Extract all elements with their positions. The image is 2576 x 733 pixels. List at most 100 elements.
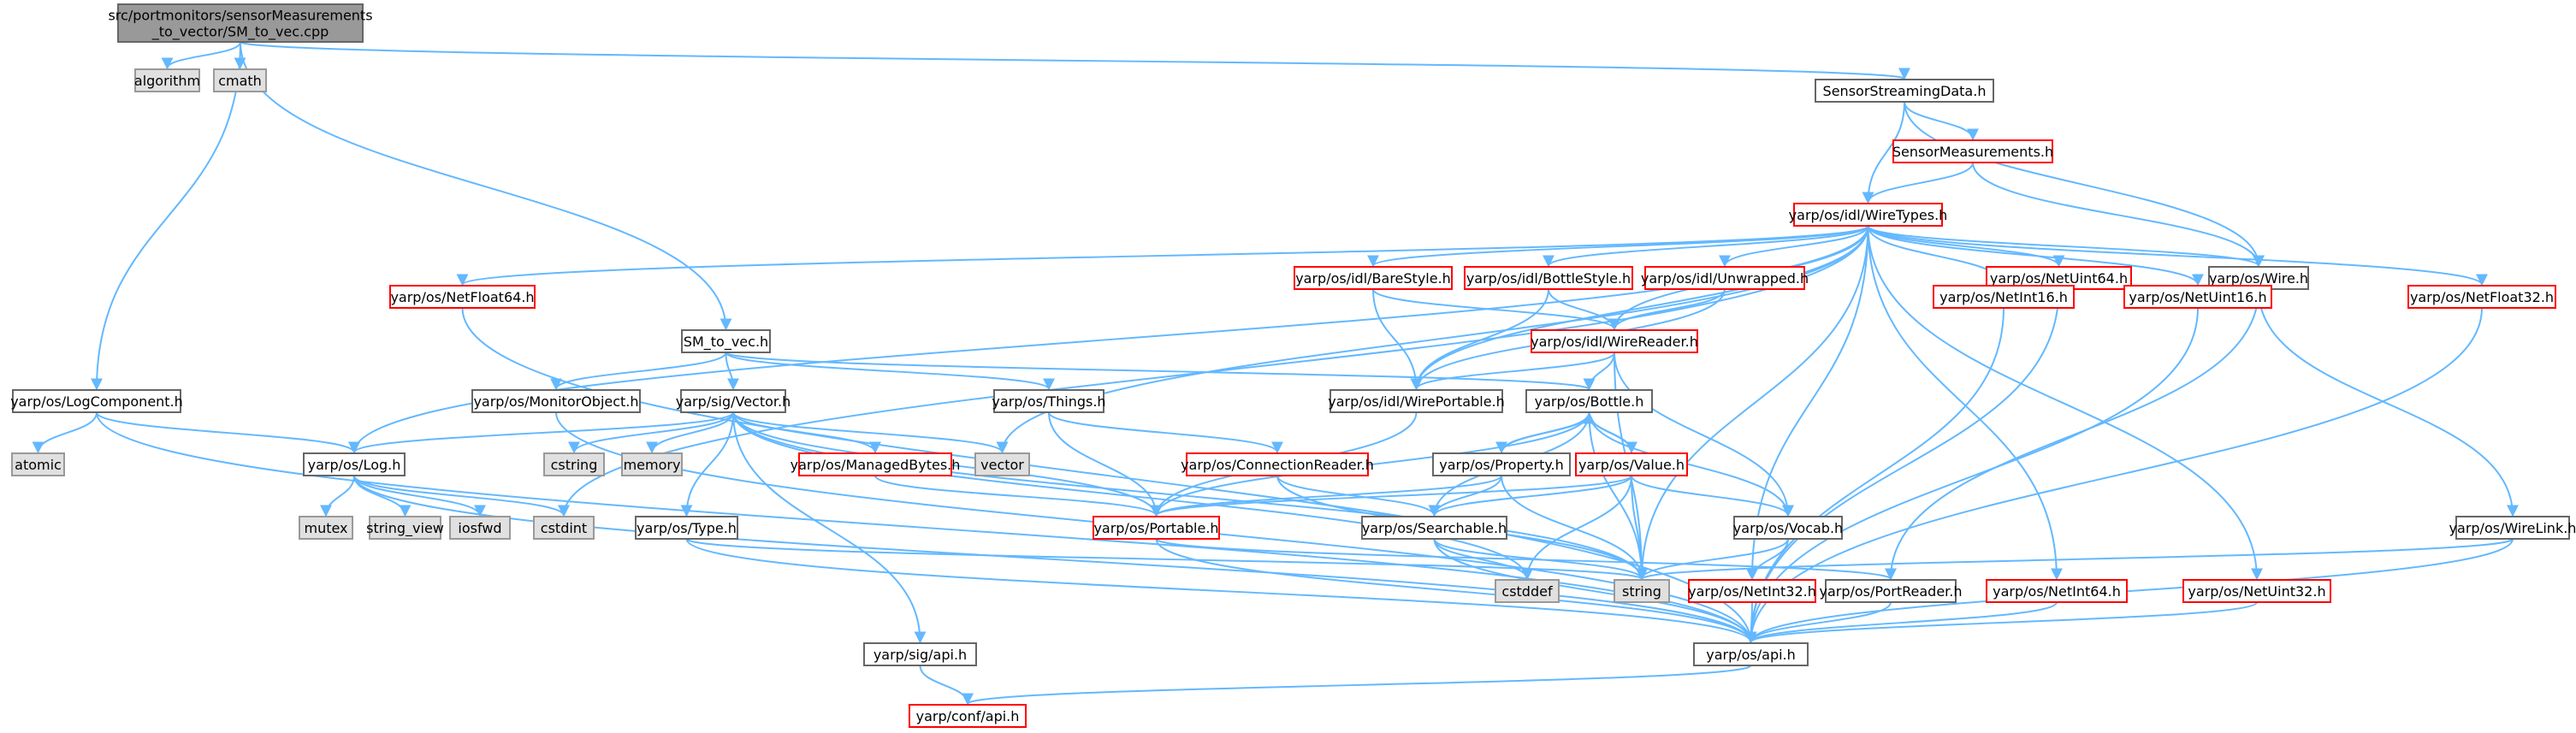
node-iosfwd[interactable]: iosfwd [449,516,511,540]
node-WireReader[interactable]: yarp/os/idl/WireReader.h [1531,329,1698,353]
node-root[interactable]: src/portmonitors/sensorMeasurements_to_v… [108,3,373,43]
node-NetUint32-label: yarp/os/NetUint32.h [2188,583,2325,600]
edge-WireReader-to-Bottle [1583,352,1615,391]
edge-Things-to-Portable [1048,411,1163,517]
node-Bottle[interactable]: yarp/os/Bottle.h [1525,389,1653,413]
node-conf_api-box [909,704,1027,728]
node-NetFloat32[interactable]: yarp/os/NetFloat32.h [2407,285,2556,309]
node-Log-label: yarp/os/Log.h [308,457,401,473]
edge-Bottle-to-string [1588,411,1648,581]
node-Portable[interactable]: yarp/os/Portable.h [1093,516,1220,540]
edge-Searchable-to-string [1433,538,1648,581]
node-api_os-box [1693,642,1809,666]
edge-Vector-to-cstddef [732,411,1533,581]
node-api_sig[interactable]: yarp/sig/api.h [863,642,977,666]
node-atomic-box [11,452,65,476]
node-WireLink[interactable]: yarp/os/WireLink.h [2449,516,2576,540]
node-mutex[interactable]: mutex [299,516,353,540]
node-Property-label: yarp/os/Property.h [1439,457,1564,473]
node-string[interactable]: string [1614,579,1670,603]
node-NetFloat64[interactable]: yarp/os/NetFloat64.h [389,285,536,309]
node-NetInt16[interactable]: yarp/os/NetInt16.h [1933,285,2075,309]
edge-SensorStreamingData-to-SensorMeasurements [1904,101,1979,141]
edge-root-to-SM_to_vec [240,41,732,331]
edge-Searchable-to-cstddef [1433,538,1533,581]
node-cstddef-label: cstddef [1501,583,1553,600]
node-Property[interactable]: yarp/os/Property.h [1432,452,1571,476]
edge-Things-to-ConnectionReader [1048,411,1283,454]
node-MonitorObject[interactable]: yarp/os/MonitorObject.h [471,389,641,413]
node-api_os[interactable]: yarp/os/api.h [1693,642,1809,666]
node-WireLink-label: yarp/os/WireLink.h [2449,520,2576,536]
node-NetUint16[interactable]: yarp/os/NetUint16.h [2123,285,2272,309]
node-SensorStreamingData[interactable]: SensorStreamingData.h [1815,79,1994,103]
node-BareStyle-label: yarp/os/idl/BareStyle.h [1295,270,1451,287]
node-Vector[interactable]: yarp/sig/Vector.h [676,389,791,413]
edge-SensorMeasurements-to-WireTypes [1862,162,1974,204]
node-SensorMeasurements-box [1892,139,2053,163]
node-conf_api-label: yarp/conf/api.h [916,708,1020,724]
node-Unwrapped-box [1644,266,1805,290]
node-Unwrapped[interactable]: yarp/os/idl/Unwrapped.h [1641,266,1809,290]
edge-Wire-to-WireLink [2258,288,2519,517]
node-BottleStyle-label: yarp/os/idl/BottleStyle.h [1466,270,1631,287]
edge-WireTypes-to-NetFloat64 [457,225,1869,287]
edge-ConnectionReader-to-Searchable [1276,475,1441,517]
node-LogComponent-label: yarp/os/LogComponent.h [10,393,183,410]
edge-WireTypes-to-NetFloat32 [1867,225,2488,287]
node-Value[interactable]: yarp/os/Value.h [1575,452,1688,476]
node-SensorMeasurements[interactable]: SensorMeasurements.h [1892,139,2053,163]
node-memory-label: memory [624,457,681,473]
node-ConnectionReader[interactable]: yarp/os/ConnectionReader.h [1181,452,1374,476]
edge-Value-to-string [1631,475,1648,581]
edges-layer [32,41,2519,706]
node-algorithm[interactable]: algorithm [134,68,200,92]
node-Searchable[interactable]: yarp/os/Searchable.h [1361,516,1507,540]
edge-SM_to_vec-to-MonitorObject [550,352,727,391]
node-Wire[interactable]: yarp/os/Wire.h [2208,266,2309,290]
edge-WireTypes-to-NetInt32 [1746,225,1869,581]
node-NetInt64[interactable]: yarp/os/NetInt64.h [1986,579,2128,603]
node-WireTypes[interactable]: yarp/os/idl/WireTypes.h [1789,203,1948,227]
node-cstdint[interactable]: cstdint [533,516,595,540]
node-NetFloat32-box [2407,285,2556,309]
node-Things[interactable]: yarp/os/Things.h [992,389,1106,413]
node-ManagedBytes-label: yarp/os/ManagedBytes.h [791,457,961,473]
node-PortReader-box [1825,579,1957,603]
node-WireTypes-box [1793,203,1943,227]
node-Log[interactable]: yarp/os/Log.h [303,452,406,476]
node-cmath[interactable]: cmath [213,68,267,92]
node-atomic[interactable]: atomic [11,452,65,476]
edge-WireTypes-to-NetUint16 [1867,225,2204,287]
node-conf_api[interactable]: yarp/conf/api.h [909,704,1027,728]
node-root-label: src/portmonitors/sensorMeasurements [108,8,372,24]
node-cstdint-box [533,516,595,540]
node-cstddef[interactable]: cstddef [1495,579,1560,603]
node-SM_to_vec[interactable]: SM_to_vec.h [681,329,771,353]
node-ManagedBytes[interactable]: yarp/os/ManagedBytes.h [791,452,961,476]
edge-ManagedBytes-to-Portable [874,475,1163,517]
node-NetInt32[interactable]: yarp/os/NetInt32.h [1688,579,1816,603]
node-LogComponent[interactable]: yarp/os/LogComponent.h [10,389,183,413]
node-BottleStyle[interactable]: yarp/os/idl/BottleStyle.h [1464,266,1633,290]
edge-WireTypes-to-NetInt64 [1867,225,2063,581]
node-PortReader[interactable]: yarp/os/PortReader.h [1819,579,1963,603]
node-Type[interactable]: yarp/os/Type.h [635,516,738,540]
edge-Portable-to-api_os [1155,538,1757,644]
node-string_view[interactable]: string_view [366,516,444,540]
node-Vocab[interactable]: yarp/os/Vocab.h [1733,516,1843,540]
node-ConnectionReader-box [1186,452,1369,476]
node-NetInt64-label: yarp/os/NetInt64.h [1993,583,2121,600]
node-SM_to_vec-label: SM_to_vec.h [684,334,768,351]
node-memory[interactable]: memory [621,452,683,476]
node-NetUint32[interactable]: yarp/os/NetUint32.h [2182,579,2331,603]
node-cstring[interactable]: cstring [543,452,605,476]
node-BottleStyle-box [1464,266,1633,290]
node-vector[interactable]: vector [974,452,1030,476]
node-NetInt16-label: yarp/os/NetInt16.h [1939,289,2068,305]
node-NetUint16-label: yarp/os/NetUint16.h [2129,289,2266,305]
edge-root-to-algorithm [161,41,241,70]
node-BareStyle[interactable]: yarp/os/idl/BareStyle.h [1294,266,1453,290]
node-NetInt64-box [1986,579,2128,603]
node-WirePortable[interactable]: yarp/os/idl/WirePortable.h [1328,389,1505,413]
